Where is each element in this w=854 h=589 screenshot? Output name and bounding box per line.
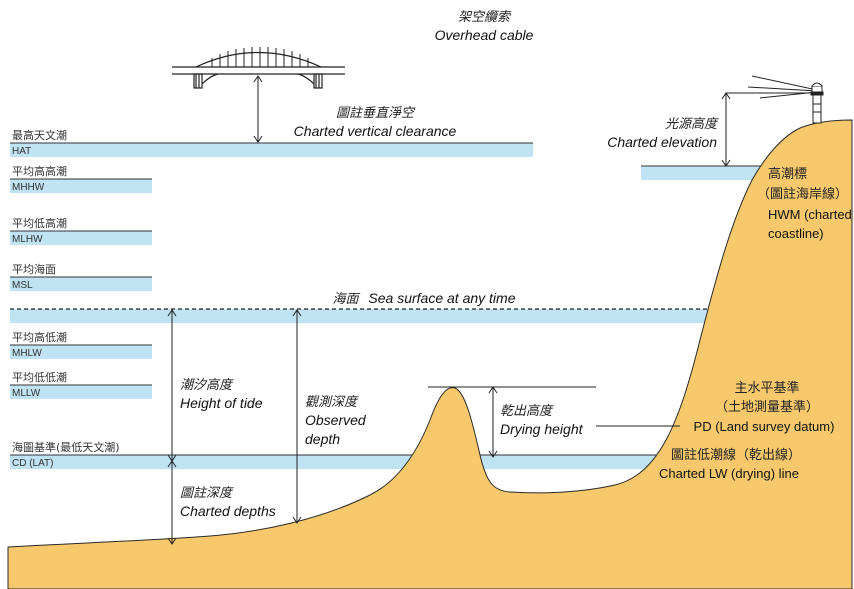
observed-depth-en-label-1: Observed [305,412,367,428]
water-level-bands [10,142,765,469]
chart-datum-zh-label: 海圖基準(最低天文潮) [12,440,120,454]
lighthouse-icon [747,75,824,124]
mllw-en-label: MLLW [12,388,41,399]
height-of-tide-zh-label: 潮汐高度 [180,378,234,393]
mllw-zh-label: 平均低低潮 [12,370,67,384]
vertical-clearance-en-label: Charted vertical clearance [294,123,457,139]
hat-en-label: HAT [12,146,31,157]
mhlw-zh-label: 平均高低潮 [12,330,67,344]
mllw-band [10,385,152,399]
hat-band [10,143,533,157]
mlhw-en-label: MLHW [12,234,43,245]
mhhw-en-label: MHHW [12,182,45,193]
bridge-icon [172,47,345,89]
seabed-and-land [7,119,853,589]
tide-level-labels: 最高天文潮 HAT 平均高高潮 MHHW 平均低高潮 MLHW 平均海面 MSL… [12,128,120,469]
drying-height-zh-label: 乾出高度 [500,404,554,419]
chart-datum-en-label: CD (LAT) [12,458,53,469]
chart-datum-band [10,455,665,469]
elevation-zh-label: 光源高度 [665,117,719,132]
sea-surface-label: 海面 Sea surface at any time [333,290,516,307]
overhead-cable-en-label: Overhead cable [435,27,534,43]
sea-surface-en: Sea surface at any time [368,290,515,306]
msl-en-label: MSL [12,280,33,291]
pd-zh-label-1: 主水平基準 [734,380,799,396]
elevation-en-label: Charted elevation [607,134,717,150]
hwm-en-label-2: coastline) [768,226,824,241]
msl-zh-label: 平均海面 [12,262,56,276]
charted-lw-en-label: Charted LW (drying) line [659,466,799,481]
msl-band [10,277,152,291]
sea-surface-band [10,309,713,323]
mlhw-zh-label: 平均低高潮 [12,216,67,230]
sea-surface-zh: 海面 [333,292,361,307]
mhlw-band [10,345,152,359]
hwm-band [641,166,765,180]
pd-en-label: PD (Land survey datum) [694,419,835,434]
charted-lw-zh-label: 圖註低潮線（乾出線） [671,447,801,463]
measurement-lines [167,75,810,545]
drying-height-en-label: Drying height [500,421,584,437]
charted-depths-en-label: Charted depths [180,503,276,519]
charted-depths-zh-label: 圖註深度 [180,486,234,501]
height-of-tide-en-label: Height of tide [180,395,263,411]
hwm-zh-label-2: （圖註海岸線） [757,186,848,202]
observed-depth-en-label-2: depth [305,431,340,447]
hwm-en-label-1: HWM (charted [768,207,852,222]
mhhw-zh-label: 平均高高潮 [12,164,67,178]
mlhw-band [10,231,152,245]
observed-depth-zh-label: 觀測深度 [305,395,359,410]
hat-zh-label: 最高天文潮 [12,128,67,142]
mhlw-en-label: MHLW [12,348,42,359]
bridge-hangers [211,47,309,67]
hwm-zh-label-1: 高潮標 [768,166,807,182]
mhhw-band [10,179,152,193]
pd-zh-label-2: （土地測量基準） [715,399,819,415]
vertical-clearance-zh-label: 圖註垂直淨空 [336,106,416,121]
overhead-cable-zh-label: 架空纜索 [458,10,512,25]
